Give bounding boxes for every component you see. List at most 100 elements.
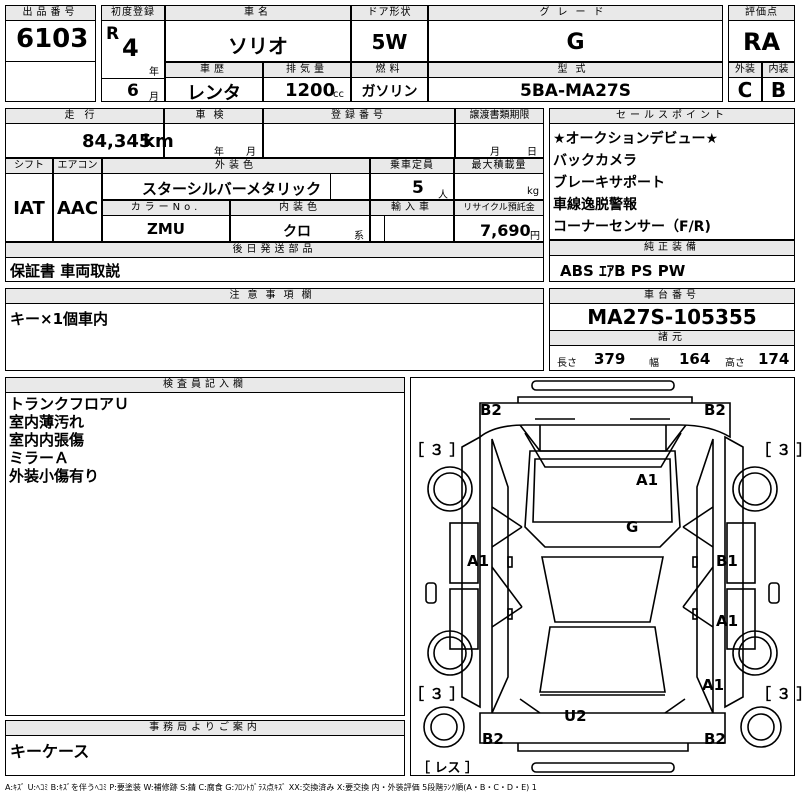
height-label: 高さ	[725, 358, 745, 369]
interior-label: 内装	[762, 62, 795, 78]
tire-tread-front-left: ［ ３ ］	[409, 441, 465, 459]
inspector-line: 外装小傷有り	[9, 467, 100, 485]
ac-label: エアコン	[53, 158, 102, 174]
mark-glass: G	[626, 518, 639, 536]
width-label: 幅	[649, 358, 659, 369]
mileage-unit: km	[143, 131, 174, 152]
tire-tread-rear-right: ［ ３ ］	[756, 685, 811, 703]
car-diagram-frame	[410, 377, 795, 776]
ac: AAC	[56, 198, 99, 219]
equipment: ABS ｴｱB PS PW	[560, 262, 686, 280]
shift-label: シフト	[5, 158, 53, 174]
interior-color: クロ	[283, 224, 311, 240]
capacity-unit: 人	[438, 190, 448, 201]
later-parts: 保証書 車両取説	[10, 262, 121, 280]
fuel-label: 燃料	[351, 62, 428, 78]
sales-item: バックカメラ	[553, 153, 637, 169]
sales-item: ブレーキサポート	[553, 175, 665, 191]
mark-left-door: A1	[467, 552, 490, 570]
equipment-label: 純正装備	[549, 240, 795, 256]
lot-label: 出品番号	[5, 5, 96, 21]
transfer-label: 譲渡書類期限	[455, 108, 544, 124]
tire-tread-rear-left: ［ ３ ］	[409, 685, 465, 703]
inspector-line: 室内内張傷	[9, 431, 85, 449]
tire-tread-front-right: ［ ３ ］	[756, 441, 811, 459]
notes: キー×1個車内	[10, 310, 109, 328]
color-no: ZMU	[147, 220, 185, 238]
month-unit: 月	[149, 92, 159, 103]
reg-month: 6	[127, 81, 139, 101]
import-label: 輸入車	[370, 200, 454, 216]
history: レンタ	[187, 83, 241, 104]
year-unit: 年	[149, 67, 159, 78]
spare-tire-status: ［ レス ］	[417, 761, 479, 776]
car-name-label: 車名	[165, 5, 351, 21]
reg-year: 4	[122, 34, 139, 62]
sales-list: ★オークションデビュー★ バックカメラ ブレーキサポート 車線逸脱警報 コーナー…	[553, 128, 718, 238]
mileage: 84,345	[82, 131, 152, 152]
reg-number-label: 登録番号	[263, 108, 455, 124]
door-type: 5W	[371, 30, 408, 54]
exterior-score: C	[737, 78, 753, 102]
first-reg-label: 初度登録	[101, 5, 165, 21]
model-label: 型式	[428, 62, 723, 78]
inspection-label: 車検	[164, 108, 263, 124]
mark-b2-top-right: B2	[704, 401, 726, 419]
notes-label: 注意事項欄	[5, 288, 544, 304]
insp-year-unit: 年	[214, 147, 224, 158]
shift: IAT	[13, 198, 45, 219]
era: R	[106, 24, 120, 44]
sales-item: ★オークションデビュー★	[553, 131, 719, 147]
door-label: ドア形状	[351, 5, 428, 21]
lot-number: 6103	[16, 24, 89, 54]
capacity-label: 乗車定員	[370, 158, 454, 174]
grade: G	[566, 30, 585, 55]
mileage-label: 走行	[5, 108, 164, 124]
office-label: 事務局よりご案内	[5, 720, 405, 736]
int-color-label: 内装色	[230, 200, 370, 216]
length-label: 長さ	[557, 358, 577, 369]
inspector-line: ミラーＡ	[9, 449, 70, 467]
length: 379	[594, 350, 626, 368]
sales-label: セールスポイント	[549, 108, 795, 124]
recycle-label: リサイクル預託金	[454, 200, 544, 216]
mark-right-bumper: A1	[702, 676, 725, 694]
sales-item: コーナーセンサー（F/R)	[553, 219, 711, 235]
mark-right-front: B1	[716, 552, 738, 570]
inspector-label: 検査員記入欄	[5, 377, 405, 393]
model: 5BA-MA27S	[520, 81, 631, 101]
displacement-label: 排気量	[263, 62, 351, 78]
load-unit: kg	[527, 186, 540, 197]
mark-b2-bottom-right: B2	[704, 730, 726, 748]
mark-b2-bottom-left: B2	[482, 730, 504, 748]
office-note: キーケース	[10, 742, 90, 761]
dims-label: 諸元	[549, 330, 795, 346]
mark-right-rear: A1	[716, 612, 739, 630]
car-diagram	[423, 380, 782, 773]
insp-month-unit: 月	[246, 147, 256, 158]
grade-label: グレード	[428, 5, 723, 21]
score: RA	[742, 28, 781, 56]
capacity: 5	[412, 178, 424, 198]
mark-roof: A1	[636, 471, 659, 489]
int-color-unit: 系	[354, 231, 364, 242]
interior-score: B	[770, 78, 787, 102]
transfer-month-unit: 月	[490, 147, 500, 158]
sales-item: 車線逸脱警報	[553, 197, 637, 213]
fuel: ガソリン	[361, 84, 418, 100]
width: 164	[679, 350, 711, 368]
history-label: 車歴	[165, 62, 263, 78]
displacement: 1200	[285, 80, 336, 101]
car-name: ソリオ	[228, 34, 288, 58]
mark-b2-top-left: B2	[480, 401, 502, 419]
chassis-number: MA27S-105355	[587, 305, 757, 329]
inspector-notes: トランクフロアＵ 室内薄汚れ 室内内張傷 ミラーＡ 外装小傷有り	[9, 395, 129, 485]
load-label: 最大積載量	[454, 158, 544, 174]
inspector-line: トランクフロアＵ	[9, 395, 130, 413]
recycle-unit: 円	[530, 231, 540, 242]
score-label: 評価点	[728, 5, 795, 21]
mark-rear: U2	[564, 707, 587, 725]
inspector-line: 室内薄汚れ	[9, 413, 85, 431]
chassis-label: 車台番号	[549, 288, 795, 304]
legend: A:ｷｽﾞ U:ﾍｺﾐ B:ｷｽﾞを伴うﾍｺﾐ P:要塗装 W:補修跡 S:錆 …	[5, 783, 537, 792]
